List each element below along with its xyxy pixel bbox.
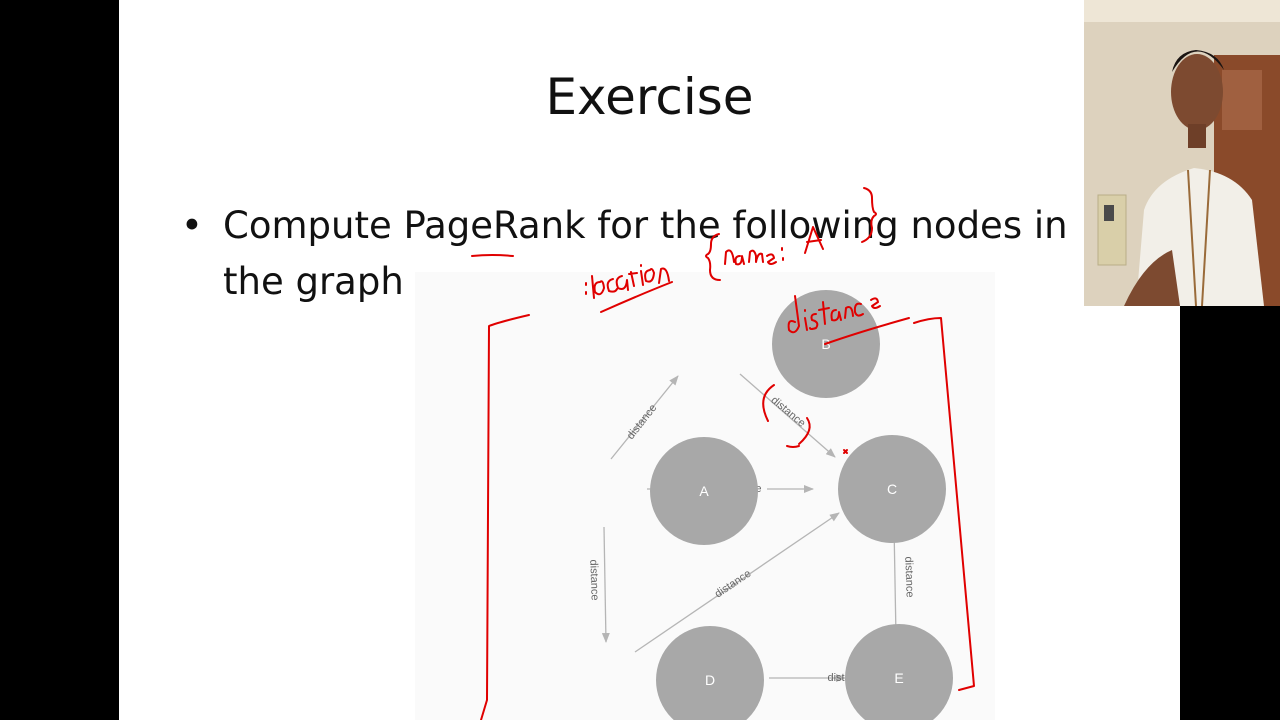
node-d-label: D bbox=[705, 672, 715, 688]
ink-underline-pagerank bbox=[471, 254, 514, 257]
edge-d-c bbox=[634, 512, 840, 653]
presenter-video bbox=[1084, 0, 1280, 306]
ink-location-underline bbox=[600, 281, 673, 313]
edge-a-d bbox=[601, 526, 610, 643]
ink-name-a bbox=[724, 226, 824, 266]
ink-location-label bbox=[585, 264, 670, 299]
node-d: D bbox=[656, 626, 764, 720]
node-c-label: C bbox=[887, 481, 897, 497]
ink-brace-open bbox=[705, 233, 721, 281]
handwriting-overlay bbox=[471, 187, 975, 720]
ink-mark-c bbox=[843, 449, 848, 454]
edge-label-c-e: distance bbox=[902, 556, 915, 597]
node-c: C bbox=[838, 435, 946, 543]
ink-paren-tail bbox=[786, 445, 800, 448]
ink-brace-close bbox=[861, 187, 877, 243]
edge-a-b bbox=[610, 375, 679, 460]
node-e-label: E bbox=[894, 670, 903, 686]
presenter-image bbox=[1084, 0, 1280, 306]
ink-bracket-left bbox=[480, 314, 530, 720]
bullet-text-line-2: the graph bbox=[223, 260, 404, 303]
node-a: A bbox=[650, 437, 758, 545]
graph-figure: distance distance distance distance dist… bbox=[415, 272, 995, 720]
bullet-text-line-1: Compute PageRank for the following nodes… bbox=[223, 204, 1068, 247]
ink-distance-right bbox=[787, 295, 881, 334]
edge-label-a-d: distance bbox=[587, 559, 600, 600]
edge-c-e bbox=[891, 524, 900, 638]
ink-bracket-right bbox=[913, 317, 975, 691]
ink-paren-right bbox=[798, 417, 811, 445]
ink-paren-left bbox=[762, 384, 775, 422]
node-a-label: A bbox=[699, 483, 709, 499]
edge-b-c bbox=[739, 373, 836, 458]
slide: Exercise • Compute PageRank for the foll… bbox=[119, 0, 1180, 720]
bullet-dot: • bbox=[181, 204, 203, 247]
node-e: E bbox=[845, 624, 953, 720]
ink-distance-underline bbox=[824, 317, 910, 345]
slide-title: Exercise bbox=[545, 68, 754, 126]
